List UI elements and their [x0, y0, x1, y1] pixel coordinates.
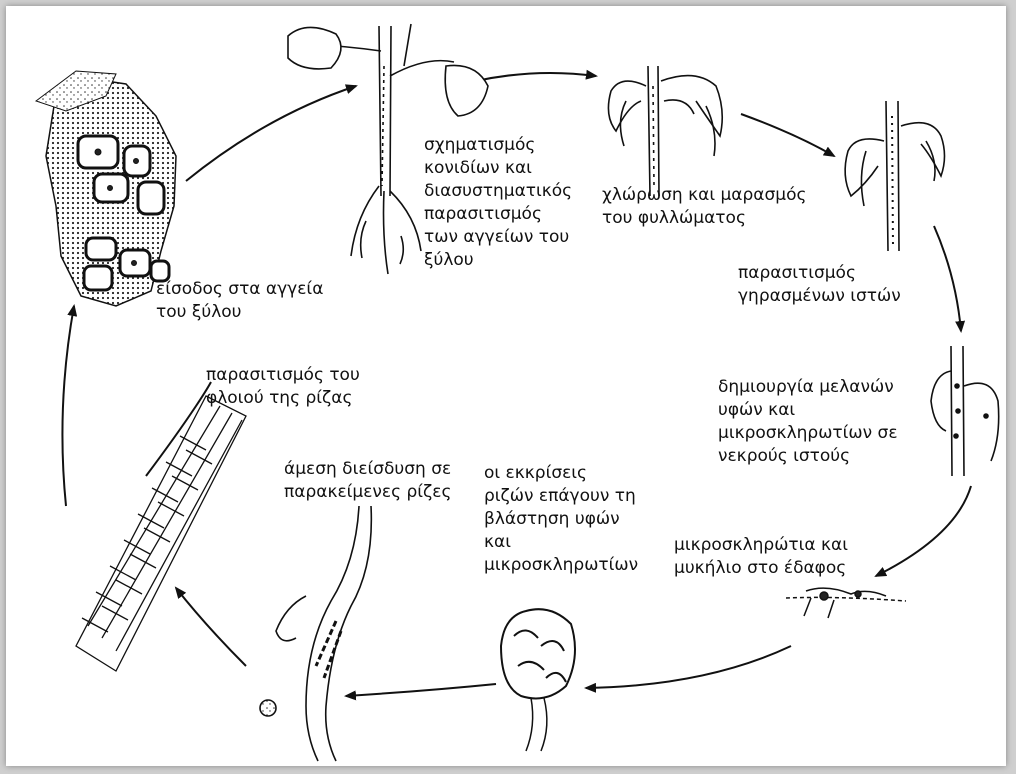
label-chlorosis-wilting: χλώρωση και μαρασμός του φυλλώματος [602, 184, 806, 230]
microsclerotium-illustration [501, 609, 575, 751]
root-cortex-illustration [76, 382, 246, 671]
arrow-microsclerotium-to-root [346, 684, 496, 696]
diagram-frame: είσοδος στα αγγεία του ξύλου σχηματισμός… [6, 6, 1006, 766]
soil-mycelium-illustration [786, 588, 906, 618]
arrow-soil-to-microsclerotium [586, 646, 791, 688]
dead-tissue-illustration [931, 346, 999, 476]
label-melanized-hyphae: δημιουργία μελανών υφών και μικροσκληρωτ… [718, 376, 898, 468]
root-penetration-illustration [260, 506, 371, 761]
label-root-cortex-parasitism: παρασιτισμός του φλοιού της ρίζας [206, 364, 360, 410]
label-soil-microsclerotia: μικροσκληρώτια και μυκήλιο στο έδαφος [674, 534, 848, 580]
xylem-cross-section-illustration [36, 71, 176, 306]
arrow-chlorosis-to-senescent [741, 114, 834, 156]
arrow-conidia-to-chlorosis [476, 73, 596, 81]
arrow-cortex-to-entry [62, 306, 74, 506]
arrow-melanin-to-soil [876, 486, 971, 576]
label-entry-into-xylem: είσοδος στα αγγεία του ξύλου [156, 278, 323, 324]
label-conidia-formation: σχηματισμός κονιδίων και διασυστηματικός… [424, 134, 572, 272]
label-root-exudates: οι εκκρίσεις ριζών επάγουν τη βλάστηση υ… [484, 462, 638, 577]
arrow-senescent-to-melanin [934, 226, 961, 331]
arrow-root-to-cortex [176, 588, 246, 666]
label-senescent-tissue: παρασιτισμός γηρασμένων ιστών [738, 262, 901, 308]
senescent-plant-illustration [845, 101, 944, 251]
label-direct-penetration: άμεση διείσδυση σε παρακείμενες ρίζες [284, 458, 451, 504]
arrow-entry-to-conidia [186, 86, 356, 181]
wilting-plant-illustration [608, 66, 722, 196]
